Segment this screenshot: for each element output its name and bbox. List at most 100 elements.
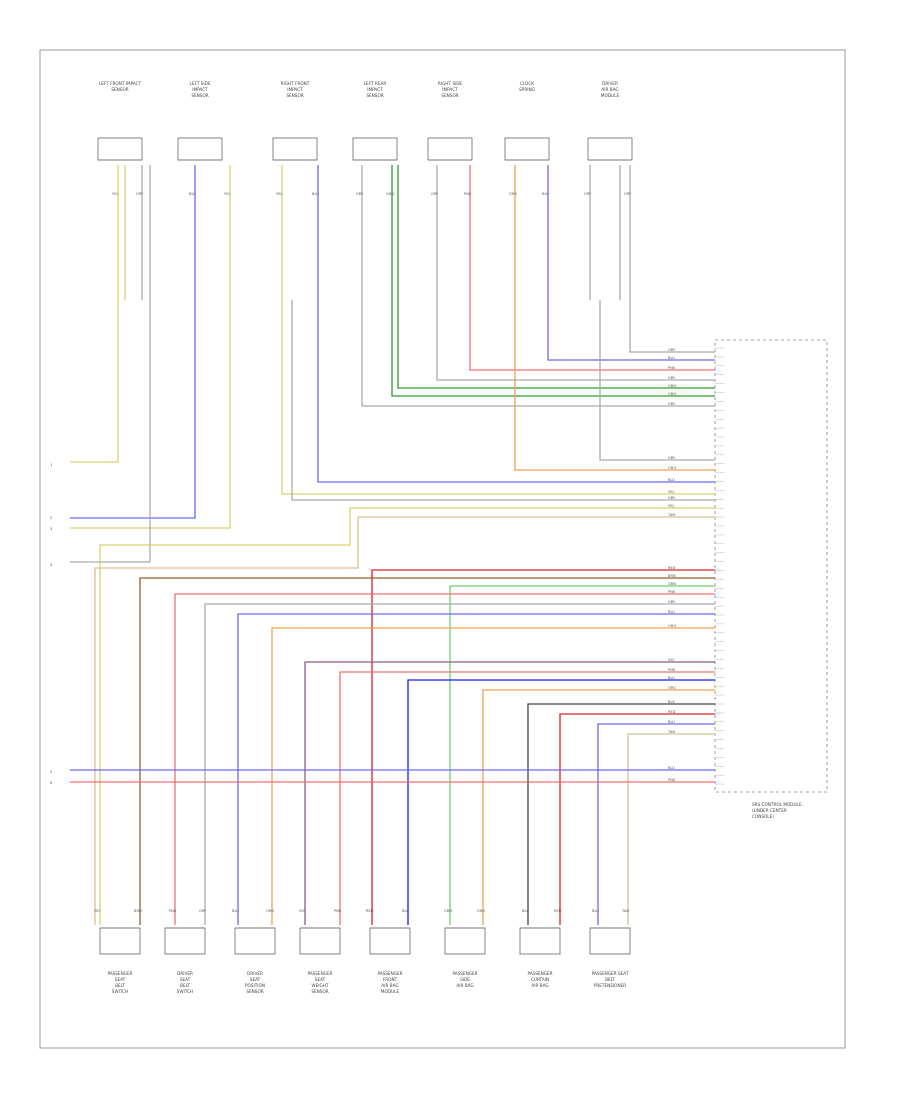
srs-module-label: SRS CONTROL MODULE (UNDER CENTER CONSOLE… xyxy=(752,802,802,819)
wire-pink xyxy=(469,165,715,371)
bottom-component-label: CURTAIN xyxy=(531,977,549,982)
top-component-label: SENSOR xyxy=(366,93,383,98)
wire-label: GRN xyxy=(386,192,394,196)
bottom-component-label: PASSENGER xyxy=(107,971,132,976)
svg-text:5: 5 xyxy=(50,770,52,774)
wire-label: GRY xyxy=(356,192,364,196)
wire-label: BLU xyxy=(592,909,599,913)
bottom-component-label: SWITCH xyxy=(112,989,128,994)
wire-yellow xyxy=(70,165,119,463)
svg-text:SRS CONTROL MODULE: SRS CONTROL MODULE xyxy=(752,802,802,807)
connector-box xyxy=(234,927,276,955)
wire-label: ORG xyxy=(668,466,676,470)
wire-label: BLU xyxy=(668,356,675,360)
wire-label: ORG xyxy=(668,624,676,628)
bottom-component-label: PASSENGER xyxy=(452,971,477,976)
wire-label: BLU xyxy=(668,766,675,770)
svg-text:1: 1 xyxy=(50,463,52,467)
top-component-label: CLOCK xyxy=(520,81,534,86)
connector-box xyxy=(99,927,141,955)
wire-label: YEL xyxy=(668,490,674,494)
connector-box xyxy=(177,137,223,161)
wire-orange xyxy=(271,627,715,925)
connector-box xyxy=(444,927,486,955)
wire-label: BLK xyxy=(668,700,675,704)
connector-box xyxy=(587,137,633,161)
wire-label: YEL xyxy=(112,192,118,196)
wire-label: BLU xyxy=(402,909,409,913)
top-component-label: IMPACT xyxy=(367,87,383,92)
wire-label: PNK xyxy=(668,778,676,782)
wire-label: RED xyxy=(366,909,374,913)
svg-text:(UNDER CENTER: (UNDER CENTER xyxy=(752,808,787,813)
wire-label: YEL xyxy=(94,909,100,913)
wire-gray xyxy=(361,165,715,407)
wire-lightgreen xyxy=(449,585,715,925)
bottom-component-label: PASSENGER xyxy=(377,971,402,976)
wire-blue xyxy=(597,723,715,925)
wire-label: GRY xyxy=(624,192,632,196)
wire-red xyxy=(559,713,715,925)
bottom-component-label: BELT xyxy=(115,983,125,988)
wire-label: RED xyxy=(554,909,562,913)
bottom-component-label: SEAT xyxy=(115,977,126,982)
bottom-component-label: FRONT xyxy=(383,977,398,982)
bottom-component-label: SIDE xyxy=(460,977,470,982)
top-component-label: SENSOR xyxy=(286,93,303,98)
srs-module-box xyxy=(714,339,828,793)
bottom-component-label: AIR BAG xyxy=(456,983,473,988)
top-component-label: SENSOR xyxy=(441,93,458,98)
wire-label: GRY xyxy=(584,192,592,196)
wire-label: GRY xyxy=(136,192,144,196)
connector-box xyxy=(589,927,631,955)
wire-orange xyxy=(482,689,715,925)
wire-label: YEL xyxy=(276,192,282,196)
wire-label: TAN xyxy=(667,730,675,734)
bottom-component-label: SENSOR xyxy=(311,989,328,994)
wire-blue xyxy=(547,165,715,361)
wire-label: GRY xyxy=(668,600,676,604)
top-component-label: LEFT REAR xyxy=(364,81,387,86)
bottom-component-label: DRIVER xyxy=(177,971,193,976)
wire-pink xyxy=(339,671,715,925)
connector-box xyxy=(299,927,341,955)
wire-label: PNK xyxy=(668,590,676,594)
connector-box xyxy=(369,927,411,955)
wire-label: BLU xyxy=(668,720,675,724)
wire-label: PNK xyxy=(668,366,676,370)
module-pin-column xyxy=(715,347,724,785)
wire-label: GRY xyxy=(431,192,439,196)
top-component-label: IMPACT xyxy=(192,87,208,92)
connector-box xyxy=(427,137,473,161)
connector-box xyxy=(519,927,561,955)
top-component-label: SPRING xyxy=(519,87,535,92)
wire-label: ORG xyxy=(668,686,676,690)
wire-purple xyxy=(304,661,715,925)
svg-text:3: 3 xyxy=(50,527,52,531)
bottom-component-label: PASSENGER xyxy=(307,971,332,976)
bottom-component-label: SWITCH xyxy=(177,989,193,994)
wire-label: PNK xyxy=(668,668,676,672)
wire-yellow xyxy=(70,165,231,529)
bottom-component-label: AIR BAG xyxy=(531,983,548,988)
top-component-label: IMPACT xyxy=(287,87,303,92)
connector-box xyxy=(352,137,398,161)
bottom-component-label: SEAT xyxy=(180,977,191,982)
wire-label: BLU xyxy=(542,192,549,196)
wire-label: PNK xyxy=(334,909,342,913)
bottom-component-label: SEAT xyxy=(250,977,261,982)
top-component-label: SENSOR xyxy=(191,93,208,98)
diagram-border xyxy=(39,49,846,1049)
wire-darkblue xyxy=(407,679,715,925)
top-component-label: DRIVER xyxy=(602,81,618,86)
top-component-label: RIGHT FRONT xyxy=(281,81,310,86)
wire-label: GRY xyxy=(668,496,676,500)
wire-label: GRY xyxy=(668,402,676,406)
